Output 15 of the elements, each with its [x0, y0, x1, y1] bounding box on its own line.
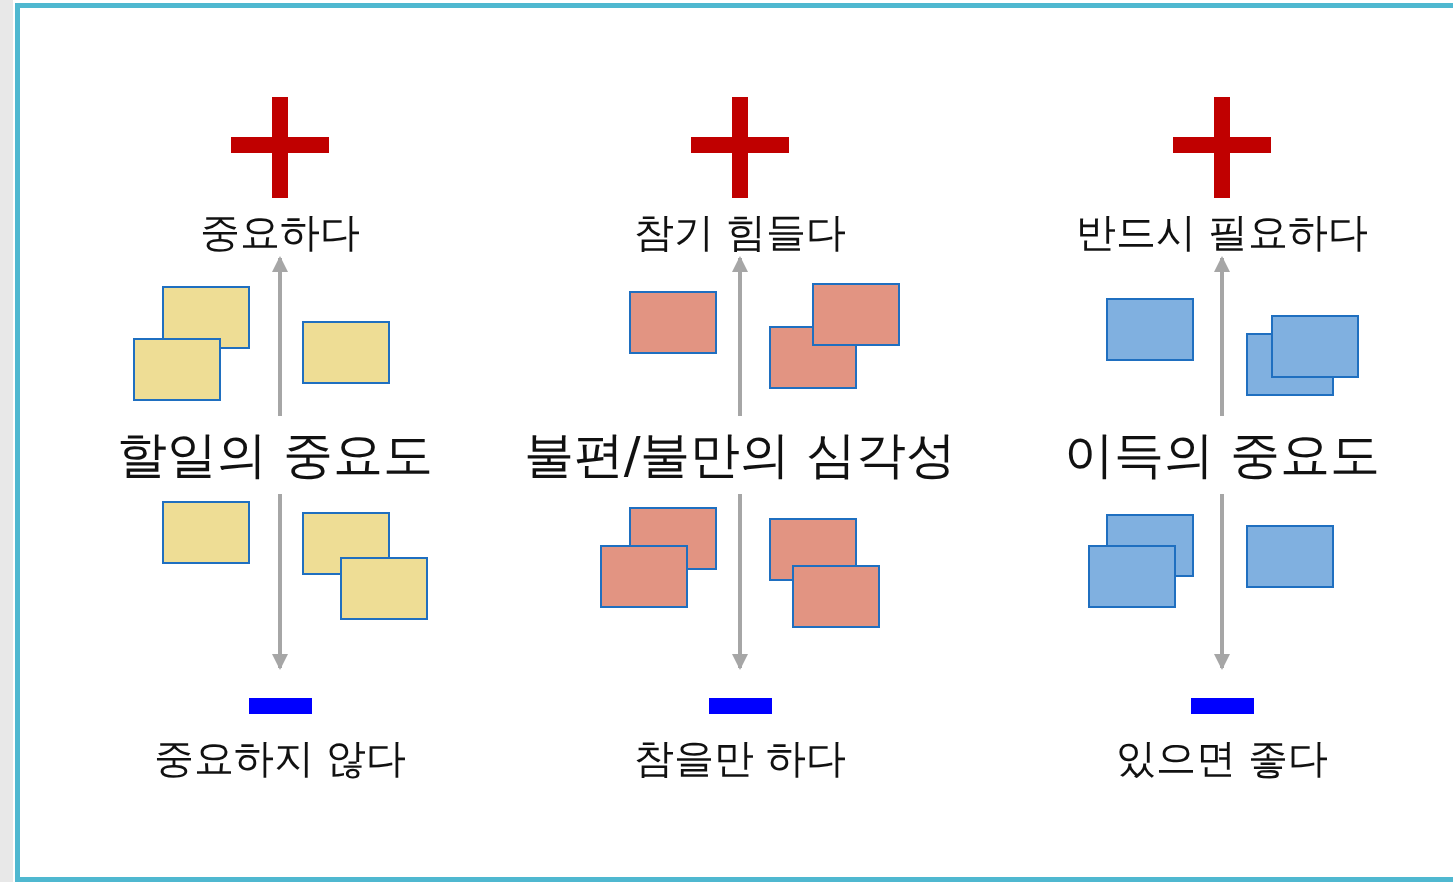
axis-end-label: 중요하지 않다 [153, 736, 407, 780]
axis-title: 이득의 중요도 [1064, 427, 1380, 483]
arrow [732, 256, 748, 416]
axis-end-label: 참기 힘들다 [633, 210, 847, 254]
arrow [272, 494, 288, 670]
axis-end-label: 반드시 필요하다 [1075, 210, 1369, 254]
arrow [272, 256, 288, 416]
arrow [1214, 494, 1230, 670]
axis-title: 불편/불만의 심각성 [523, 427, 957, 483]
axis-end-label: 참을만 하다 [633, 736, 847, 780]
axis-end-label: 중요하다 [200, 210, 360, 254]
axis-end-label: 있으면 좋다 [1115, 736, 1329, 780]
arrow [1214, 256, 1230, 416]
arrow [732, 494, 748, 670]
axis-title: 할일의 중요도 [117, 427, 433, 483]
